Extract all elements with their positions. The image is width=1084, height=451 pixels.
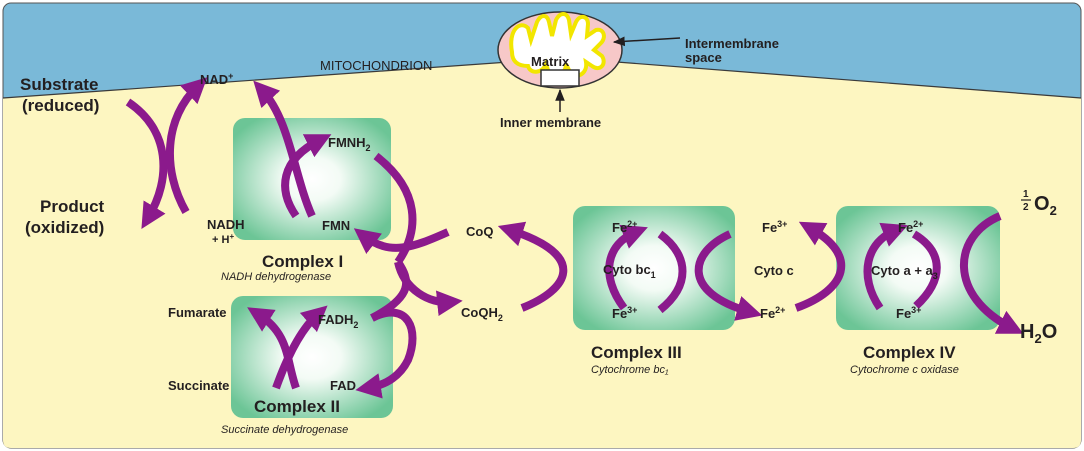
fadh2-label: FADH2 (318, 312, 358, 330)
h-plus-label: + H+ (212, 232, 234, 246)
complex-1-subtitle: NADH dehydrogenase (221, 271, 331, 283)
complex-3-box (573, 206, 735, 330)
cytoc-center-label: Cyto c (754, 263, 794, 278)
coqh2-label: CoQH2 (461, 305, 503, 323)
arrow-fad-to-fadh2 (355, 308, 417, 399)
matrix-label: Matrix (531, 54, 570, 69)
complex-2-subtitle: Succinate dehydrogenase (221, 424, 348, 436)
c3-fe3-label: Fe3+ (612, 305, 637, 321)
intermembrane-pointer (612, 36, 681, 47)
arrow-succinate-to-fumarate (247, 307, 300, 390)
fad-label: FAD (330, 378, 356, 393)
fumarate-label: Fumarate (168, 305, 227, 320)
c3-fe2-label: Fe2+ (612, 219, 637, 235)
c4-center-label: Cyto a + a3 (871, 263, 938, 281)
arrow-complex2-link (370, 259, 411, 322)
arrow-coqh2-to-coq (497, 221, 568, 312)
arrow-c4-fe3-to-fe2 (863, 222, 908, 311)
substrate-label: Substrate (20, 75, 98, 94)
arrow-fadh2-inner (272, 305, 328, 390)
arrow-nadh-to-nad (165, 77, 208, 214)
coq-label: CoQ (466, 224, 493, 239)
succinate-label: Succinate (168, 378, 229, 393)
arrow-complex1-to-nad (253, 80, 316, 218)
nad-label: NAD+ (200, 71, 233, 87)
svg-text:O2: O2 (1034, 193, 1057, 218)
c4-fe3-label: Fe3+ (896, 305, 921, 321)
half-o2-label: 1 2 O2 (1021, 189, 1057, 218)
complex-2-title: Complex II (254, 397, 340, 416)
complex-1-box (233, 118, 391, 240)
complex-1-title: Complex I (262, 252, 343, 271)
complex-4-subtitle: Cytochrome c oxidase (850, 364, 959, 376)
arrow-c3-fe3-to-fe2 (605, 224, 648, 311)
arrow-c4-inner (911, 230, 941, 309)
complex-3-subtitle: Cytochrome bc₁ (591, 364, 669, 376)
inner-membrane-label: Inner membrane (500, 115, 601, 130)
arrow-c3-to-cytoc-top (694, 230, 763, 321)
fmnh2-label: FMNH2 (328, 135, 371, 153)
mitochondrion-illustration (497, 11, 623, 89)
cytoc-fe2-label: Fe2+ (760, 305, 785, 321)
cytoc-fe3-label: Fe3+ (762, 219, 787, 235)
oxidized-label: (oxidized) (25, 218, 104, 237)
arrow-fmn-to-fmnh2 (281, 134, 332, 219)
product-label: Product (40, 197, 105, 216)
c3-center-label: Cyto bc1 (603, 262, 656, 280)
arrow-c4-to-h2o (960, 212, 1024, 334)
intermembrane-label-2: space (685, 50, 722, 65)
svg-text:2: 2 (1023, 202, 1029, 213)
h2o-label: H2O (1020, 321, 1057, 346)
mitochondrion-label: MITOCHONDRION (320, 58, 432, 73)
complex-3-title: Complex III (591, 343, 682, 362)
arrow-c3-out-bottom (657, 230, 687, 314)
electron-flow-arrows (125, 77, 1024, 399)
fmn-label: FMN (322, 218, 350, 233)
arrow-substrate-to-product (125, 98, 168, 229)
svg-text:1: 1 (1023, 189, 1029, 200)
complex-4-title: Complex IV (863, 343, 956, 362)
reduced-label: (reduced) (22, 96, 99, 115)
nadh-label: NADH (207, 217, 245, 232)
c4-fe2-label: Fe2+ (898, 219, 923, 235)
arrow-coq-to-fmn (353, 228, 450, 254)
intermembrane-label-1: Intermembrane (685, 36, 779, 51)
arrow-cytoc-to-c4 (794, 221, 846, 312)
